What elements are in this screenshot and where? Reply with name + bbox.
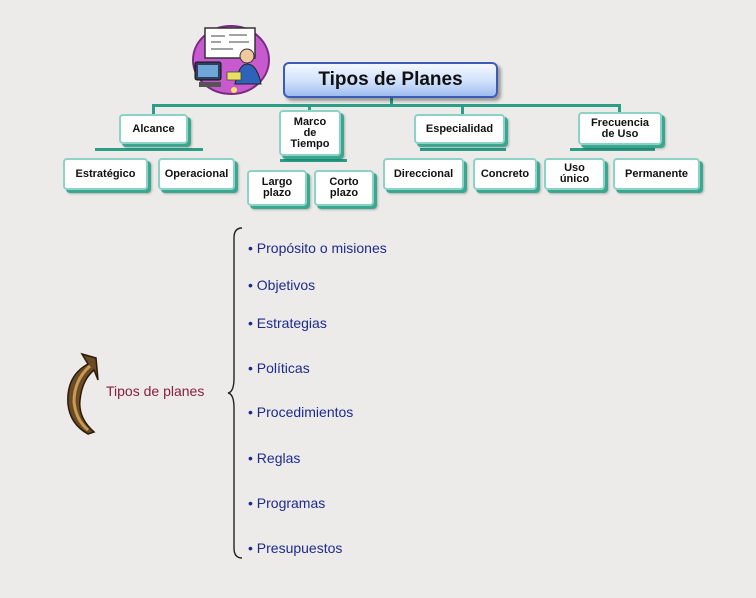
leaf-direccional: Direccional <box>383 158 464 190</box>
curved-arrow-icon <box>60 352 106 438</box>
category-alcance: Alcance <box>119 114 188 144</box>
category-especialidad: Especialidad <box>414 114 505 144</box>
connector-sub-bus-4 <box>570 148 655 151</box>
leaf-operacional: Operacional <box>158 158 235 190</box>
list-item: • Procedimientos <box>248 404 354 420</box>
leaf-corto-plazo: Corto plazo <box>314 170 374 206</box>
list-item: • Presupuestos <box>248 540 343 556</box>
connector-cat-1 <box>152 104 155 116</box>
connector-cat-3 <box>461 104 464 116</box>
leaf-largo-plazo: Largo plazo <box>247 170 307 206</box>
connector-sub-bus-2 <box>280 159 347 162</box>
connector-sub-bus-1 <box>95 148 203 151</box>
leaf-estrategico: Estratégico <box>63 158 148 190</box>
category-frecuencia-de-uso: Frecuencia de Uso <box>578 112 662 145</box>
curly-brace <box>226 226 246 560</box>
category-marco-de-tiempo: Marco de Tiempo <box>279 110 341 156</box>
title-node: Tipos de Planes <box>283 62 498 98</box>
list-item: • Políticas <box>248 360 310 376</box>
computer-teacher-clipart-icon <box>189 22 273 98</box>
leaf-permanente: Permanente <box>613 158 700 190</box>
leaf-uso-unico: Uso único <box>544 158 605 190</box>
connector-sub-bus-3 <box>420 148 506 151</box>
list-item: • Programas <box>248 495 326 511</box>
list-item: • Propósito o misiones <box>248 240 387 256</box>
list-item: • Objetivos <box>248 277 316 293</box>
connector-cat-2 <box>308 104 311 112</box>
list-item: • Estrategias <box>248 315 327 331</box>
root-label: Tipos de planes <box>106 383 205 399</box>
connector-main-bus <box>152 104 620 107</box>
list-item: • Reglas <box>248 450 301 466</box>
leaf-concreto: Concreto <box>473 158 537 190</box>
connector-cat-4 <box>618 104 621 113</box>
connector-title-stem <box>390 98 393 106</box>
